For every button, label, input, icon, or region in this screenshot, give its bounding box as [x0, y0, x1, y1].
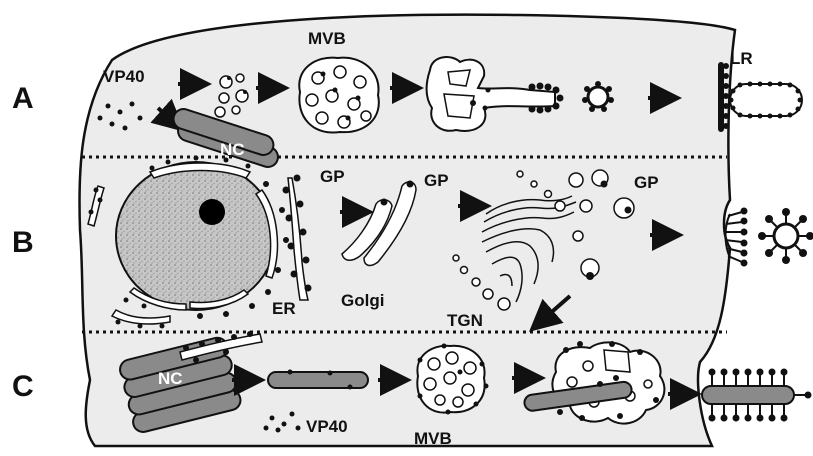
nc-label-c: NC [158, 369, 183, 388]
released-virion-a [729, 82, 803, 119]
nucleocapsid-single-c [268, 370, 368, 390]
tgn-label: TGN [447, 311, 483, 330]
gp-label-1: GP [320, 167, 345, 186]
gp-label-2: GP [424, 171, 449, 190]
gp-label-3: GP [634, 173, 659, 192]
vp40-label-c: VP40 [306, 417, 348, 436]
budding-filament-c [702, 369, 812, 422]
nc-label-a: NC [220, 140, 245, 159]
lr-label: LR [730, 49, 753, 68]
mvb-a [299, 58, 379, 133]
mvb-label-c: MVB [414, 429, 452, 448]
released-virion-b [758, 208, 813, 264]
row-label-b: B [12, 226, 34, 259]
mvb-label-a: MVB [308, 29, 346, 48]
row-label-c: C [12, 370, 34, 403]
nucleus [116, 162, 276, 310]
golgi-label: Golgi [341, 291, 384, 310]
er-label: ER [272, 299, 296, 318]
mvb-c [417, 344, 488, 415]
row-label-a: A [12, 82, 34, 115]
vp40-label-a: VP40 [103, 67, 145, 86]
